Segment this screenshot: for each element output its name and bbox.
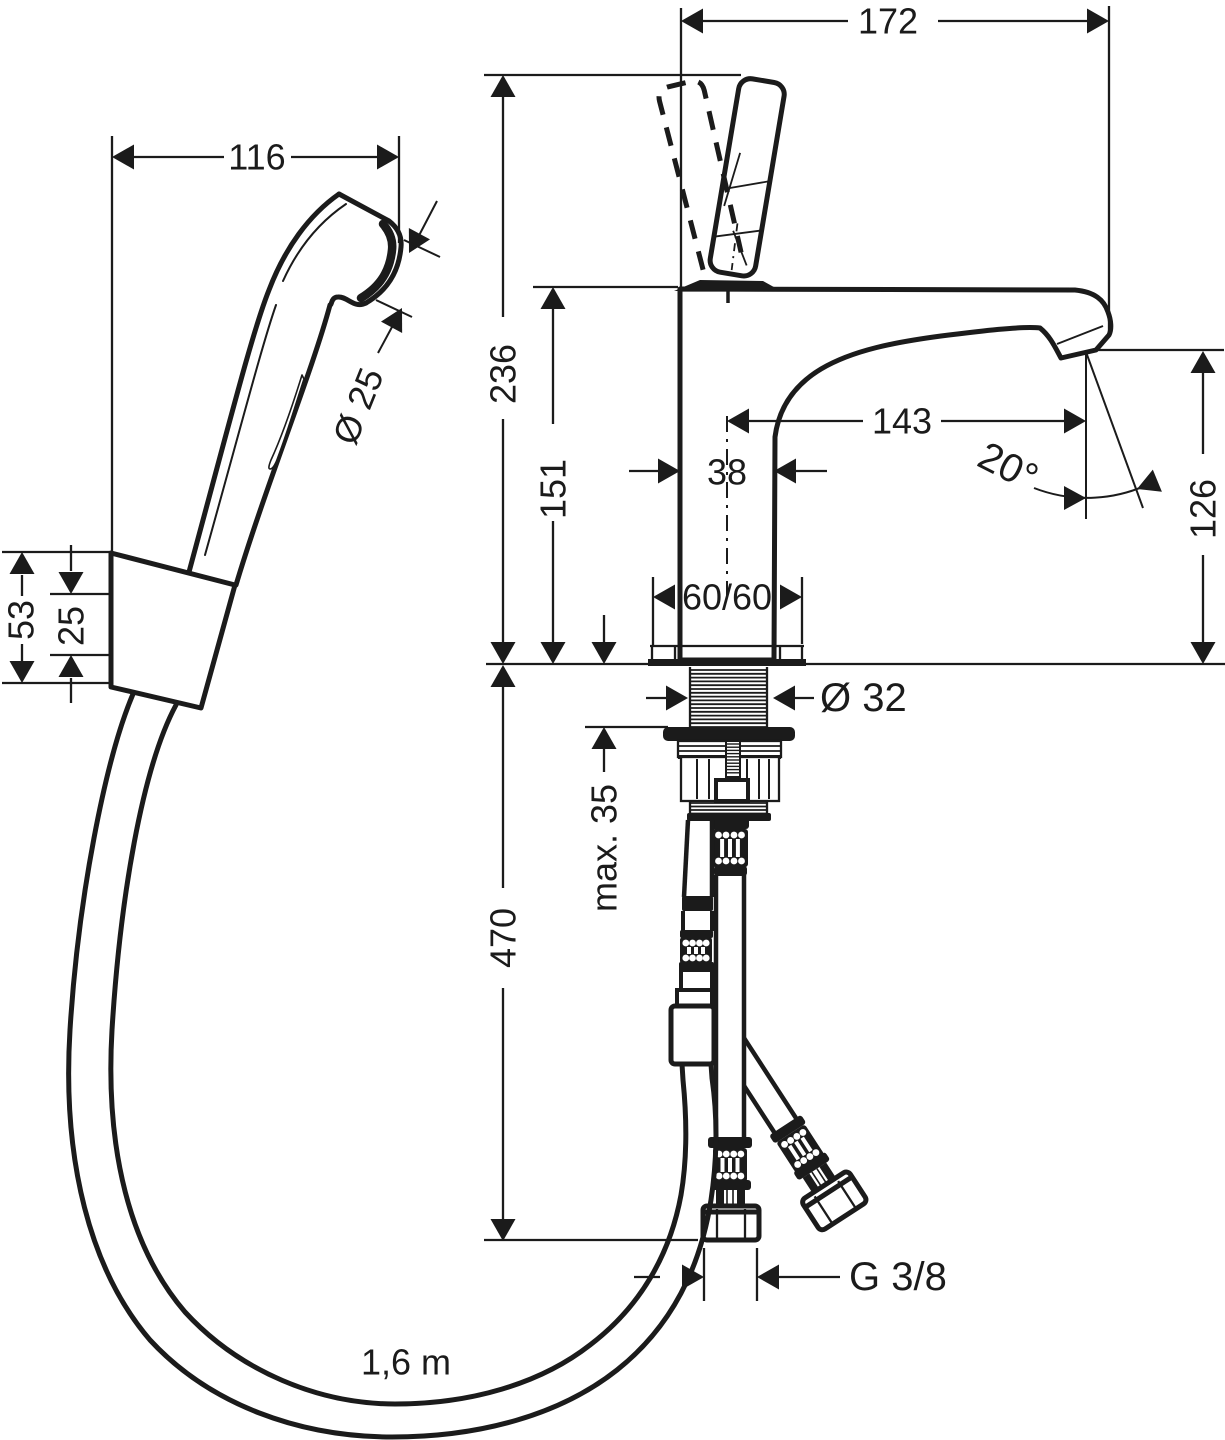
svg-text:G 3/8: G 3/8 — [849, 1255, 947, 1299]
svg-text:Ø 32: Ø 32 — [820, 676, 907, 720]
svg-text:172: 172 — [858, 1, 918, 42]
svg-text:126: 126 — [1183, 479, 1224, 539]
svg-text:60/60: 60/60 — [682, 577, 772, 618]
svg-text:236: 236 — [483, 344, 524, 404]
svg-text:470: 470 — [483, 908, 524, 968]
svg-text:143: 143 — [872, 401, 932, 442]
svg-text:1,6 m: 1,6 m — [361, 1342, 451, 1383]
svg-text:151: 151 — [533, 459, 574, 519]
svg-text:25: 25 — [51, 606, 92, 646]
svg-text:53: 53 — [1, 600, 42, 640]
svg-text:116: 116 — [228, 137, 285, 178]
svg-text:max. 35: max. 35 — [584, 784, 625, 912]
